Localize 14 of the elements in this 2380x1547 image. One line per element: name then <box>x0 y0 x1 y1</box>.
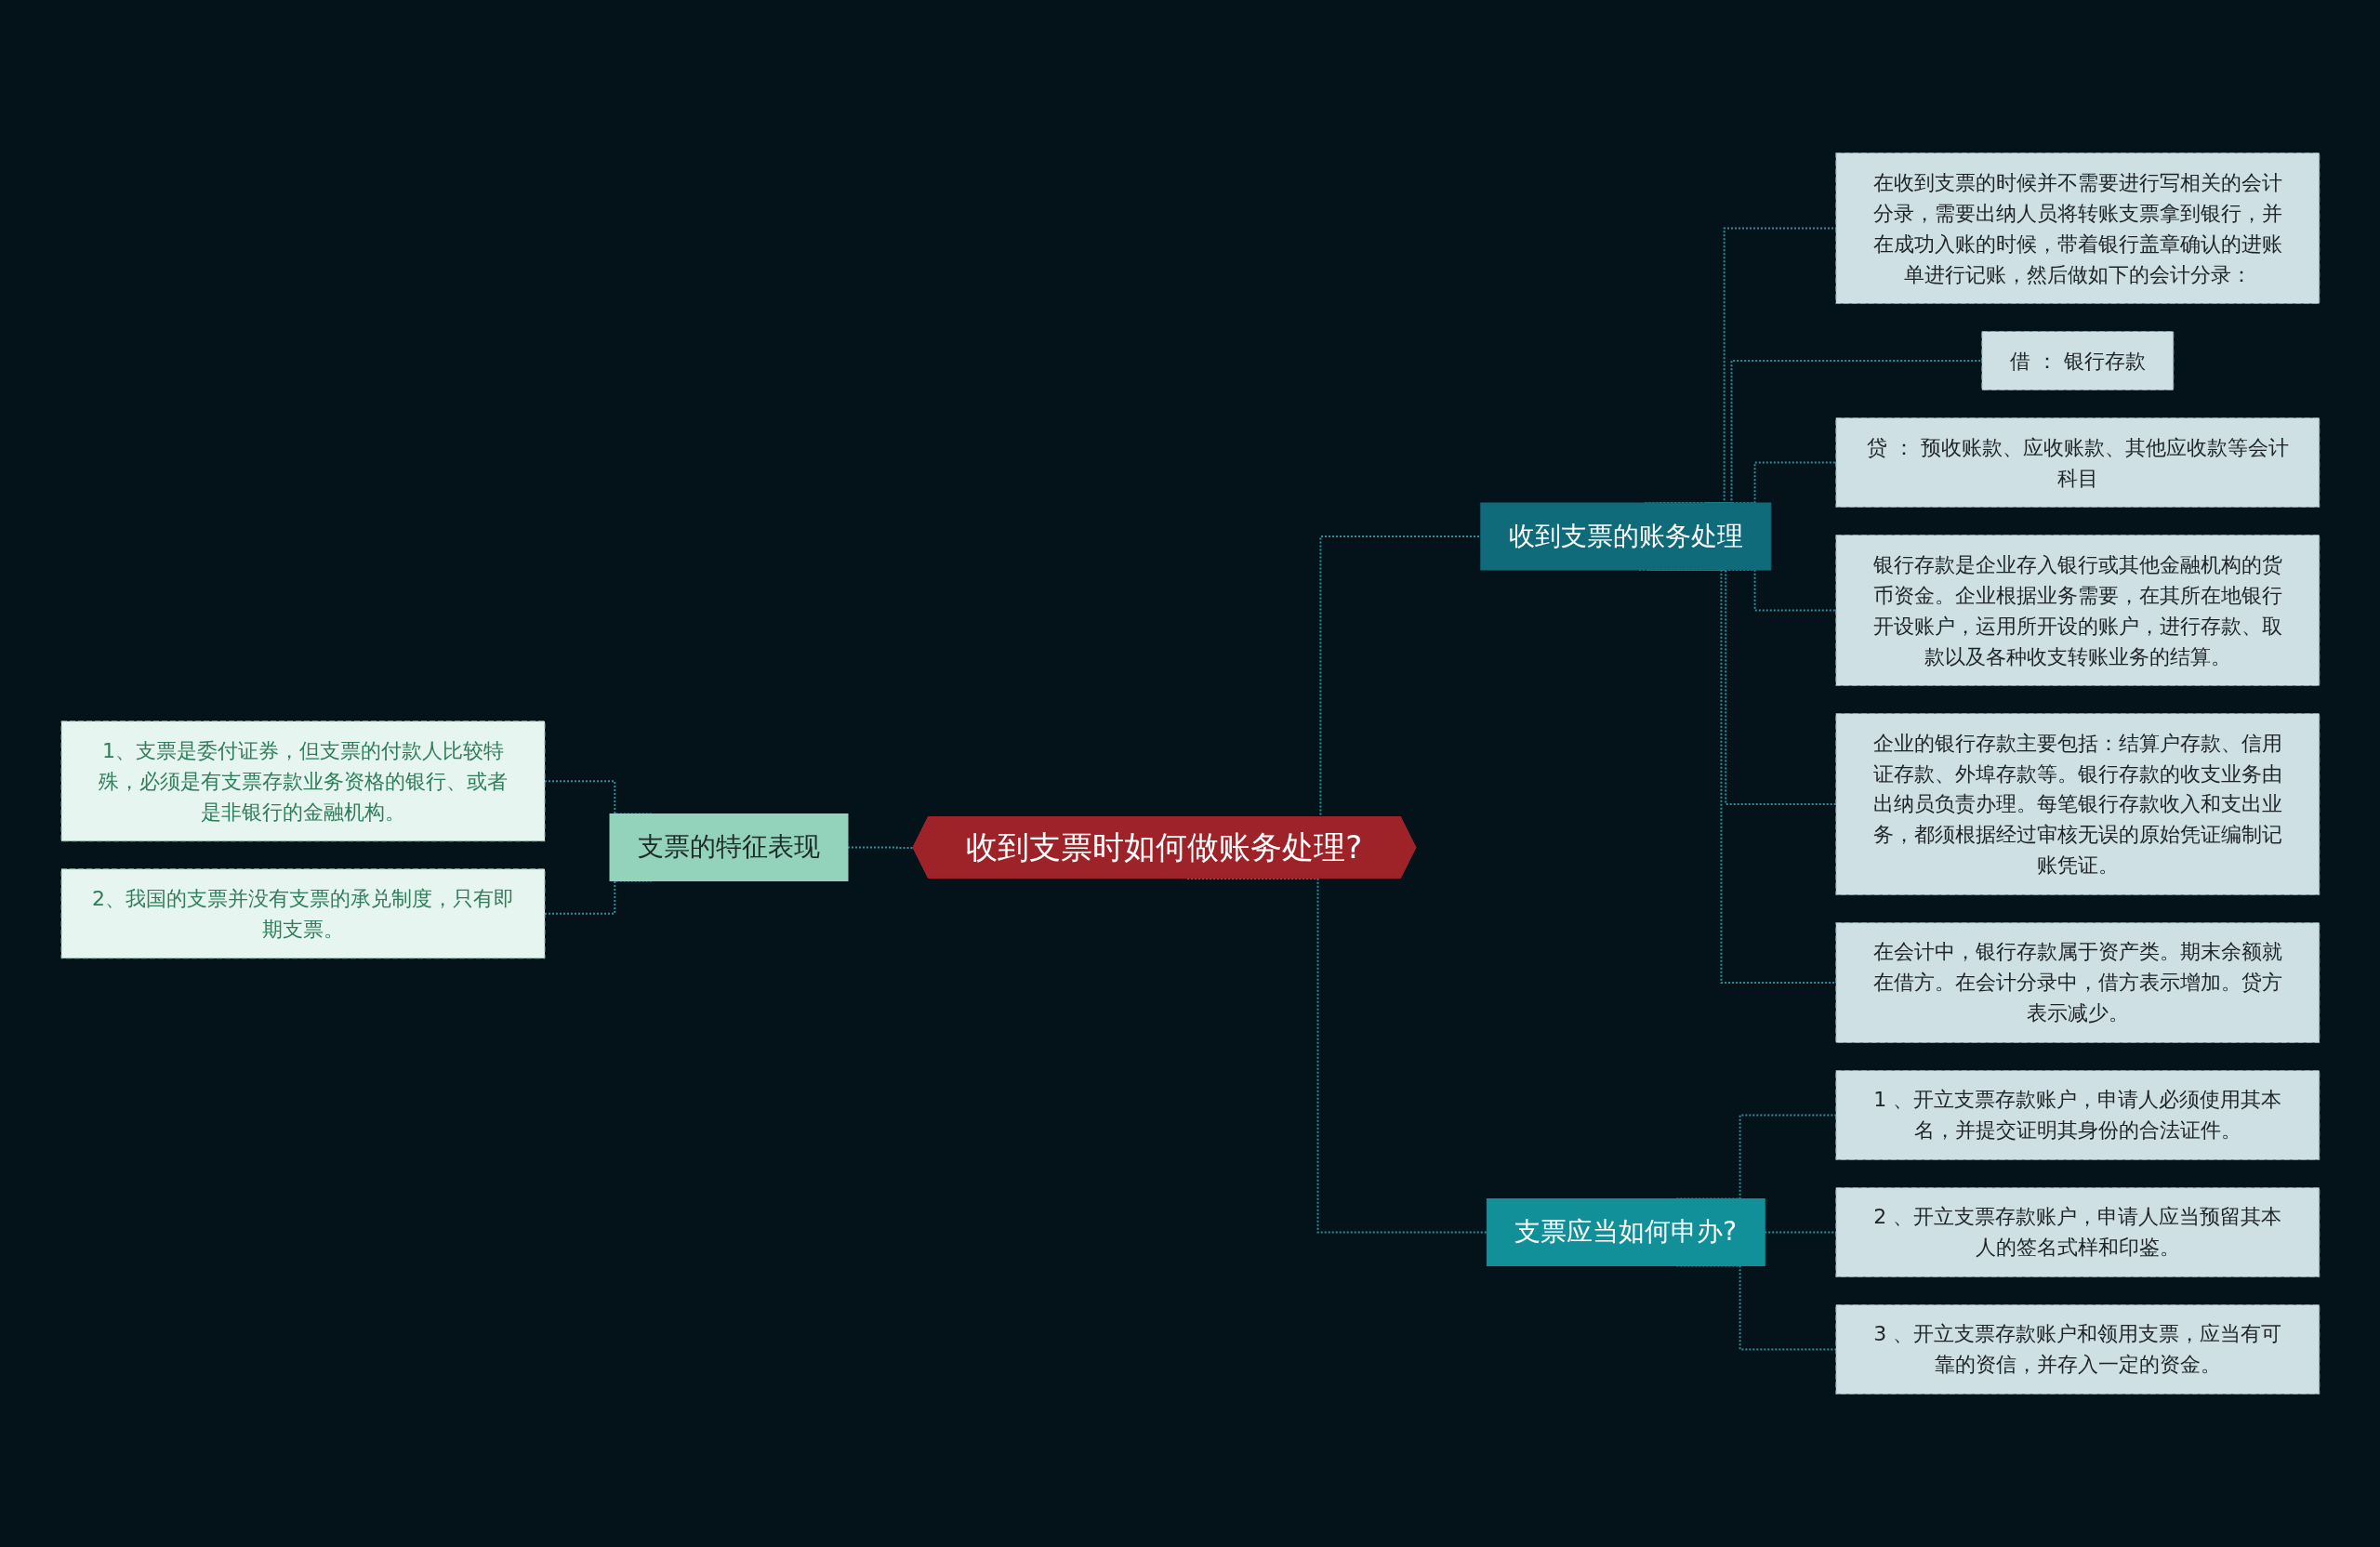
node-box: 3 、开立支票存款账户和领用支票，应当有可靠的资信，并存入一定的资金。 <box>1834 1304 2320 1395</box>
node-box: 1、支票是委付证券，但支票的付款人比较特殊，必须是有支票存款业务资格的银行、或者是非银行的金融机构。 <box>60 721 546 842</box>
node-box: 支票应当如何申办? <box>1486 1198 1765 1266</box>
node-box: 支票的特征表现 <box>609 813 849 881</box>
node-box: 企业的银行存款主要包括：结算户存款、信用证存款、外埠存款等。银行存款的收支业务由出纳员负责办理。每笔银行存款收入和支出业务，都须根据经过审核无误的原始凭证编制记账凭证。 <box>1834 713 2320 895</box>
node-box: 2 、开立支票存款账户，申请人应当预留其本人的签名式样和印鉴。 <box>1834 1187 2320 1277</box>
node-box: 1 、开立支票存款账户，申请人必须使用其本名，并提交证明其身份的合法证件。 <box>1834 1070 2320 1160</box>
node-box: 银行存款是企业存入银行或其他金融机构的货币资金。企业根据业务需要，在其所在地银行开设账户，运用所开设的账户，进行存款、取款以及各种收支转账业务的结算。 <box>1834 535 2320 686</box>
node-box: 在收到支票的时候并不需要进行写相关的会计分录，需要出纳人员将转账支票拿到银行，并在成功入账的时候，带着银行盖章确认的进账单进行记账，然后做如下的会计分录： <box>1834 152 2320 304</box>
node-box: 收到支票的账务处理 <box>1479 502 1771 571</box>
node-box: 借 ： 银行存款 <box>1980 331 2174 390</box>
node-box: 贷 ： 预收账款、应收账款、其他应收款等会计科目 <box>1834 417 2320 508</box>
node-box: 2、我国的支票并没有支票的承兑制度，只有即期支票。 <box>60 868 546 959</box>
node-box: 在会计中，银行存款属于资产类。期末余额就在借方。在会计分录中，借方表示增加。贷方表示减少。 <box>1834 922 2320 1043</box>
